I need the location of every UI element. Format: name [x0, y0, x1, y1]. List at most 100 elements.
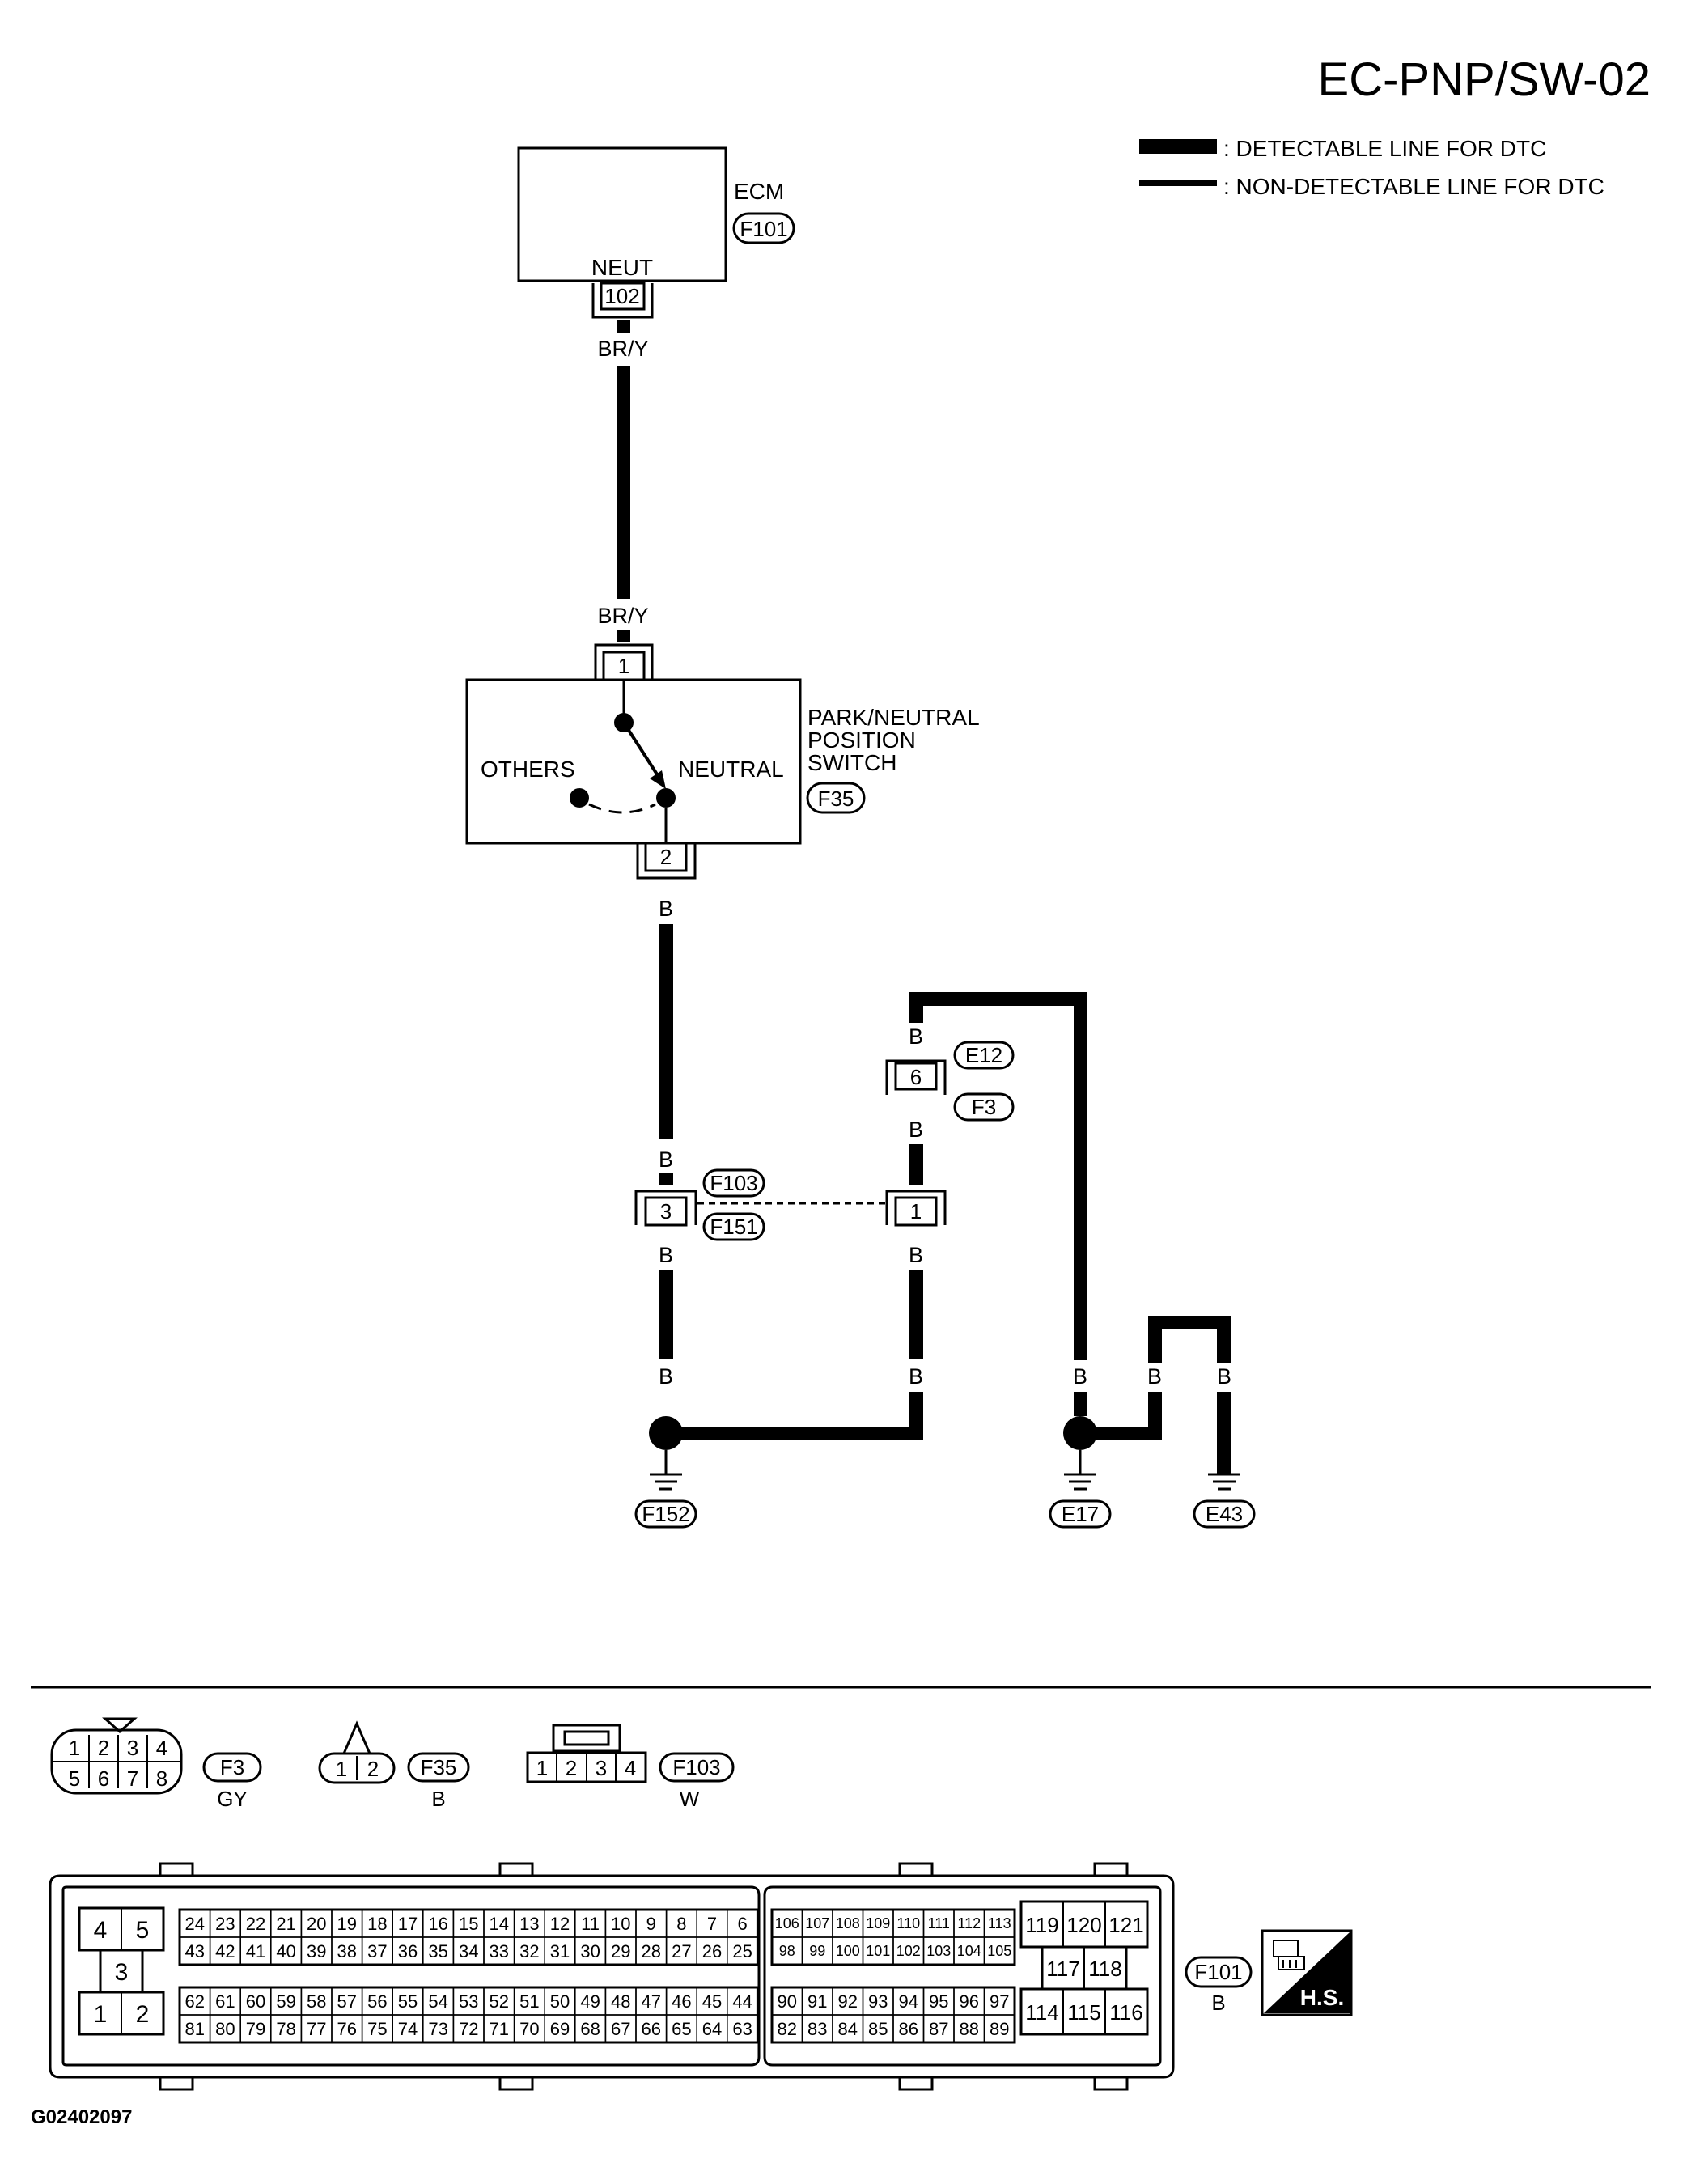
f101-pin: 103 — [926, 1943, 951, 1959]
f101-pin: 64 — [702, 2019, 722, 2039]
ecm-terminal-name: NEUT — [591, 255, 653, 280]
f3-pin: 4 — [156, 1736, 167, 1760]
f101-pin: 115 — [1067, 2000, 1100, 2025]
f101-pin: 48 — [611, 1991, 630, 2012]
f101-pin: 99 — [809, 1943, 825, 1959]
f101-pin: 84 — [838, 2019, 858, 2039]
f101-pin: 38 — [337, 1941, 357, 1961]
switch-name-line3: SWITCH — [807, 750, 896, 775]
f3-id: F3 — [220, 1755, 244, 1779]
f101-pin: 44 — [732, 1991, 752, 2012]
f101-pin: 9 — [646, 1914, 656, 1934]
f101-pin: 26 — [702, 1941, 722, 1961]
f101-pin: 112 — [957, 1915, 981, 1932]
ecm-terminal-number: 102 — [604, 284, 639, 308]
ground-icon — [650, 1473, 682, 1491]
f103-pin: 2 — [566, 1756, 577, 1780]
f101-pin: 107 — [805, 1915, 829, 1932]
f101-pin: 70 — [519, 2019, 539, 2039]
f101-pin: 50 — [550, 1991, 570, 2012]
f101-pin: 77 — [307, 2019, 326, 2039]
figure-code: G02402097 — [31, 2106, 132, 2128]
wire-color-right-bottom: B — [909, 1364, 923, 1389]
f35-color: B — [431, 1787, 445, 1811]
f101-pin: 85 — [868, 2019, 888, 2039]
f101-pin: 81 — [185, 2019, 205, 2039]
wire-b-loop-right — [1217, 1316, 1231, 1363]
connector-f3-face: 1 2 3 4 5 6 7 8 F3 GY — [50, 1717, 262, 1811]
f101-pin-cell — [983, 1936, 1015, 1966]
f101-pin: 92 — [838, 1991, 858, 2012]
f101-pin: 6 — [737, 1914, 747, 1934]
f103-pin: 4 — [625, 1756, 636, 1780]
joint-left-tag-bottom: F151 — [710, 1215, 757, 1239]
f101-pin: 55 — [398, 1991, 418, 2012]
ecm-label: ECM — [734, 179, 784, 204]
hs-connector-icon: H.S. — [1261, 1929, 1353, 2016]
f101-pin: 61 — [215, 1991, 235, 2012]
splice-dot-f152 — [649, 1416, 683, 1450]
f101-pin: 86 — [899, 2019, 918, 2039]
wire-b-right-lower — [909, 1270, 923, 1359]
f101-pin: 78 — [276, 2019, 295, 2039]
joint-upper-tag-bottom: F3 — [972, 1095, 996, 1119]
f3-pin: 2 — [98, 1736, 109, 1760]
f101-pin: 37 — [367, 1941, 387, 1961]
f101-pin: 51 — [519, 1991, 539, 2012]
f103-id: F103 — [672, 1755, 720, 1779]
wire-b-e43 — [1217, 1392, 1231, 1474]
f101-pin: 62 — [185, 1991, 205, 2012]
f101-pin: 75 — [367, 2019, 387, 2039]
f3-pin: 6 — [98, 1766, 109, 1791]
f101-pin: 24 — [185, 1914, 205, 1934]
wire-color-left-to-conn: B — [659, 1147, 673, 1172]
f101-pin: 20 — [307, 1914, 326, 1934]
f101-pin: 59 — [276, 1991, 295, 2012]
joint-upper-pin: 6 — [910, 1065, 922, 1089]
f101-pin: 68 — [580, 2019, 600, 2039]
f35-id: F35 — [421, 1755, 457, 1779]
f101-pin: 18 — [367, 1914, 387, 1934]
wire-color-left-bottom: B — [659, 1364, 673, 1389]
switch-name-line1: PARK/NEUTRAL — [807, 705, 980, 730]
wire-color-left-from-conn: B — [659, 1243, 673, 1267]
f101-pin: 4 — [94, 1917, 108, 1944]
f101-pin: 111 — [928, 1915, 950, 1932]
wire-color-switch-in: BR/Y — [597, 604, 648, 628]
park-neutral-switch: OTHERS NEUTRAL PARK/NEUTRAL POSITION SWI… — [465, 678, 980, 845]
f101-pin: 102 — [896, 1943, 921, 1959]
f103-pin: 3 — [596, 1756, 607, 1780]
f101-pin: 110 — [896, 1915, 920, 1932]
f101-pin: 94 — [899, 1991, 918, 2012]
f101-pin: 65 — [672, 2019, 691, 2039]
f101-pin: 120 — [1066, 1913, 1101, 1937]
f101-pin: 45 — [702, 1991, 722, 2012]
f101-pin: 52 — [490, 1991, 509, 2012]
splice-dot-e17 — [1063, 1416, 1097, 1450]
ground-tag-f152: F152 — [642, 1502, 689, 1526]
f101-pin: 14 — [490, 1914, 509, 1934]
f101-pin: 43 — [185, 1941, 205, 1961]
f101-pin: 113 — [988, 1915, 1011, 1932]
f101-pin: 91 — [807, 1991, 827, 2012]
f101-pin: 1 — [94, 2001, 108, 2028]
f101-pin: 56 — [367, 1991, 387, 2012]
f101-pin: 63 — [732, 2019, 752, 2039]
f101-pin: 90 — [778, 1991, 797, 2012]
f101-pin-cell — [727, 2014, 759, 2043]
f101-pin: 95 — [929, 1991, 948, 2012]
switch-state-neutral: NEUTRAL — [678, 757, 784, 782]
f101-pin: 22 — [246, 1914, 265, 1934]
wire-b-e17-mid — [1148, 1392, 1162, 1440]
switch-pin-bottom: 2 — [660, 845, 672, 869]
f101-pin: 96 — [960, 1991, 979, 2012]
joint-left-tag-top: F103 — [710, 1171, 757, 1195]
f35-pin: 1 — [336, 1757, 347, 1781]
f101-pin: 108 — [836, 1915, 860, 1932]
f101-pin: 46 — [672, 1991, 691, 2012]
page-title: EC-PNP/SW-02 — [1318, 53, 1651, 106]
wire-color-right-top: B — [909, 1024, 923, 1049]
f101-pin: 23 — [215, 1914, 235, 1934]
f101-pin: 19 — [337, 1914, 357, 1934]
f103-pin: 1 — [536, 1756, 548, 1780]
